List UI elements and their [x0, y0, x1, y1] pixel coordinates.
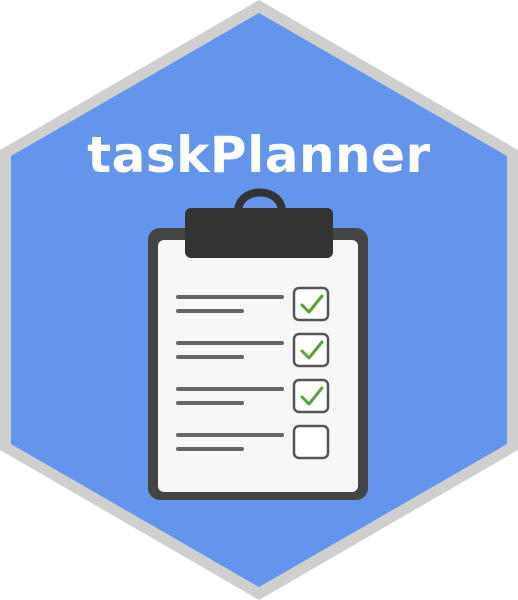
- checkbox: [292, 332, 330, 368]
- checkbox: [292, 424, 330, 460]
- task-row: [176, 378, 330, 414]
- checkmark-icon: [300, 386, 324, 406]
- checkbox: [292, 286, 330, 322]
- clipboard-clip: [185, 208, 333, 258]
- clipboard-icon: [148, 188, 368, 500]
- task-list: [176, 286, 330, 460]
- task-row: [176, 286, 330, 322]
- checkmark-icon: [300, 340, 324, 360]
- clipboard-ring: [234, 188, 286, 213]
- task-row: [176, 332, 330, 368]
- app-title: taskPlanner: [87, 126, 431, 184]
- checkbox: [292, 378, 330, 414]
- task-row: [176, 424, 330, 460]
- checkmark-icon: [300, 294, 324, 314]
